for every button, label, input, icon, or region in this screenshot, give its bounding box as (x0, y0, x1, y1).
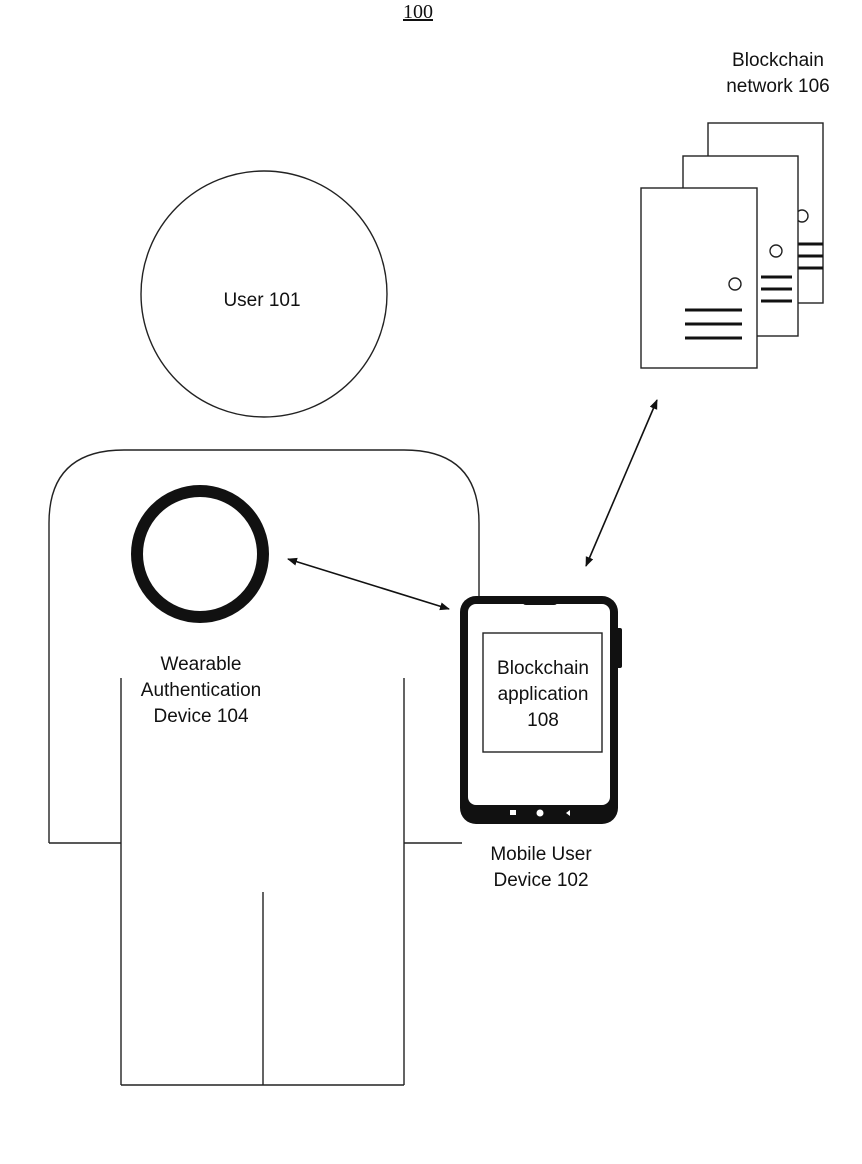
user-head (140, 170, 388, 418)
app-label-line-1: Blockchain (497, 658, 589, 679)
mobile-notch (522, 597, 558, 605)
user-body (48, 449, 480, 843)
blockchain-network-label-line-2: network 106 (726, 76, 830, 97)
mobile-label-line-1: Mobile User (490, 844, 592, 865)
blockchain-network-label-line-1: Blockchain (732, 50, 824, 71)
wearable-label-line-3: Device 104 (153, 706, 248, 727)
mobile-label-line-2: Device 102 (493, 870, 588, 891)
mobile-nav-recent-icon (566, 810, 570, 816)
wearable-mobile-arrow (287, 557, 450, 611)
mobile-blockchain-arrow (585, 399, 658, 567)
figure-number: 100 (403, 1, 433, 23)
wearable-label-line-1: Wearable (161, 654, 242, 675)
app-label-line-2: application (498, 684, 589, 705)
mobile-user-device: Blockchain application 108 (460, 596, 622, 824)
wearable-label-line-2: Authentication (141, 680, 261, 701)
wearable-ring-icon (131, 485, 269, 623)
blockchain-network-servers (640, 122, 824, 369)
user-label: User 101 (223, 290, 300, 311)
app-label-line-3: 108 (527, 710, 559, 731)
mobile-nav-back-icon (510, 810, 516, 815)
mobile-nav-home-icon (536, 809, 544, 817)
server-front (640, 187, 758, 369)
blockchain-app-window (482, 632, 603, 753)
